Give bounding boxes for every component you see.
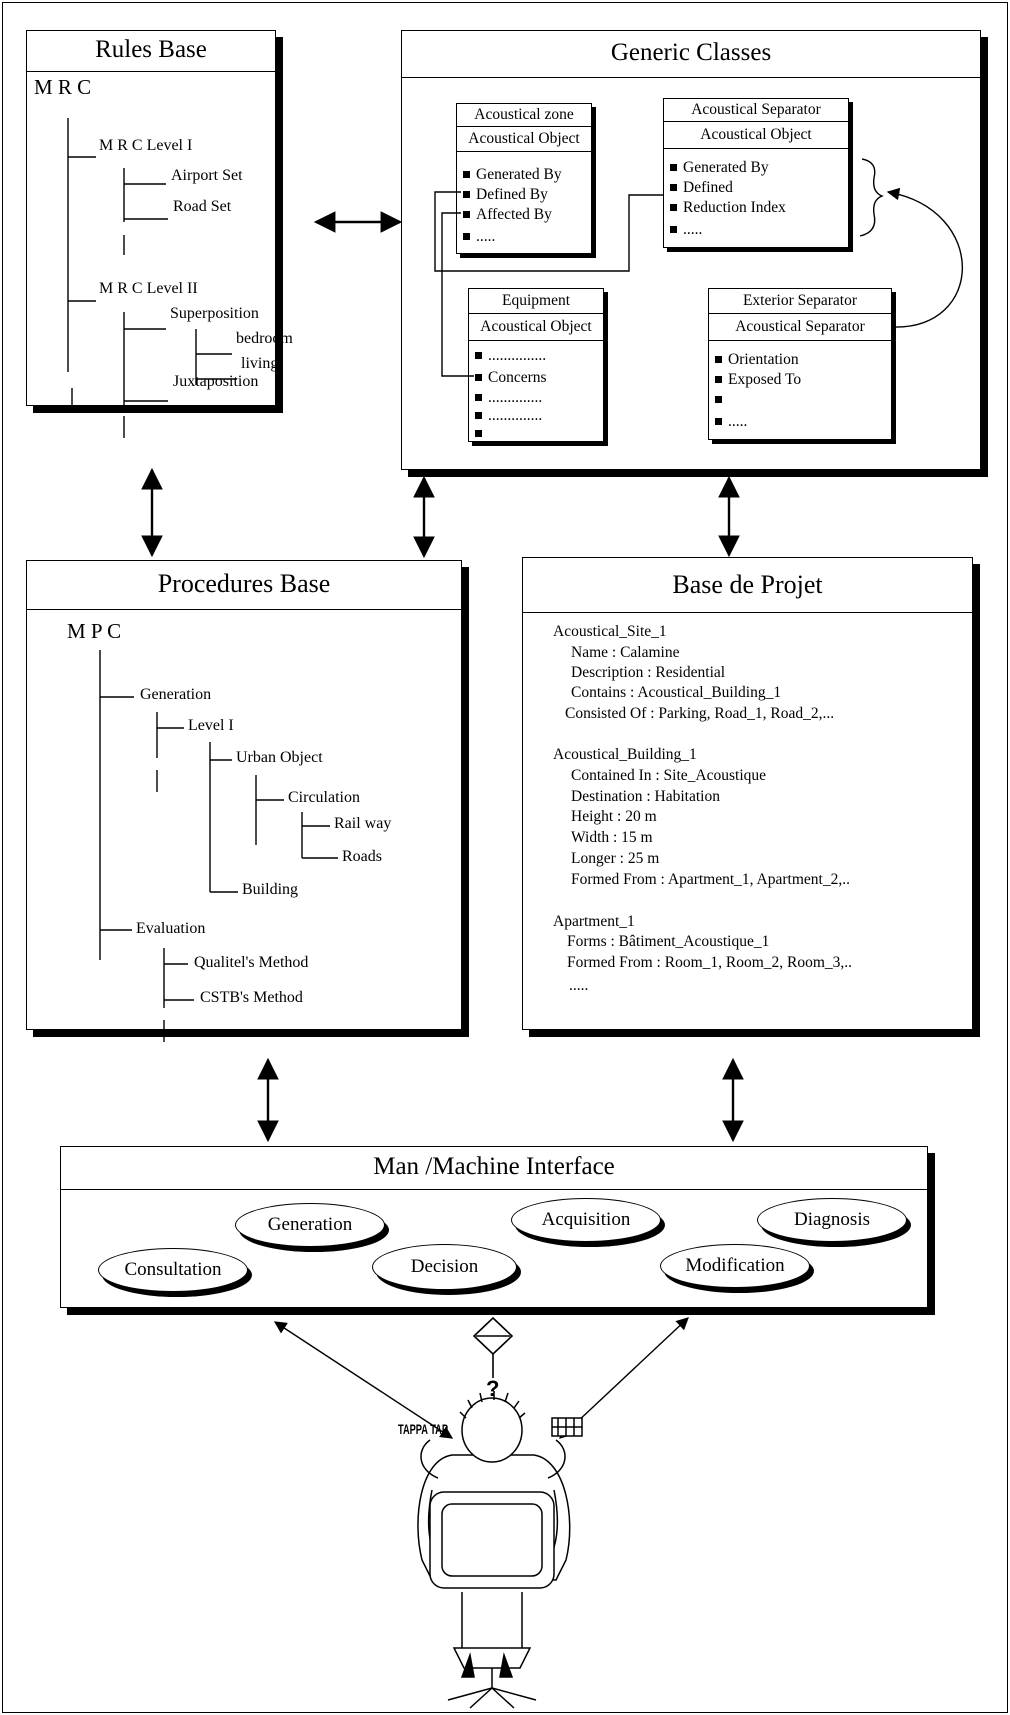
mpc-root: M P C <box>67 619 122 643</box>
projet-line: Destination : Habitation <box>571 788 720 805</box>
proc-generation: Generation <box>140 686 212 703</box>
class-links <box>434 158 964 377</box>
superposition: Superposition <box>170 305 259 322</box>
equipment-attribute: .............. <box>475 407 542 425</box>
mrc-level-1: M R C Level I <box>99 137 193 154</box>
equipment-attribute: Concerns <box>475 369 547 387</box>
separator-class-name: Acoustical Separator <box>664 99 848 122</box>
sound-effect-labels: TAPPA TAP <box>398 1421 448 1437</box>
proc-roads: Roads <box>342 848 382 865</box>
proc-level-1: Level I <box>188 717 234 734</box>
proc-building: Building <box>242 881 299 898</box>
zone-parent-class: Acoustical Object <box>457 127 591 152</box>
mrc-level-2: M R C Level II <box>99 280 198 297</box>
projet-line: Acoustical_Building_1 <box>553 746 697 763</box>
living: living <box>241 355 279 372</box>
interface-function-modification[interactable]: Modification <box>660 1244 810 1288</box>
zone-attribute: Affected By <box>463 206 552 224</box>
module-arrows <box>141 211 744 1143</box>
interface-function-diagnosis[interactable]: Diagnosis <box>757 1198 907 1242</box>
equipment-attribute: ............... <box>475 347 546 365</box>
zone-class-name: Acoustical zone <box>457 104 591 127</box>
base-projet-panel: Base de Projet <box>522 557 973 1030</box>
projet-line: Width : 15 m <box>571 829 653 846</box>
equipment-class-name: Equipment <box>469 289 603 314</box>
projet-line: Formed From : Room_1, Room_2, Room_3,.. <box>567 954 853 971</box>
bedroom: bedroom <box>236 330 293 347</box>
generic-classes-title: Generic Classes <box>402 31 980 78</box>
exterior-attribute: Orientation <box>715 351 799 369</box>
projet-line: Acoustical_Site_1 <box>553 623 667 640</box>
interface-title: Man /Machine Interface <box>61 1147 927 1190</box>
projet-line: ..... <box>569 977 589 994</box>
inheritance-brace <box>859 158 884 237</box>
projet-line: Contains : Acoustical_Building_1 <box>571 684 782 701</box>
airport-set: Airport Set <box>171 167 243 184</box>
center-double-arrow <box>472 1316 514 1378</box>
class-acoustical-separator: Acoustical Separator Acoustical Object G… <box>663 98 849 248</box>
juxtaposition: Juxtaposition <box>173 373 259 390</box>
projet-line: Formed From : Apartment_1, Apartment_2,.… <box>571 871 850 888</box>
exterior-attribute <box>715 391 728 409</box>
zone-attribute: ..... <box>463 228 495 246</box>
interface-function-decision[interactable]: Decision <box>372 1244 517 1290</box>
proc-qualitel-method: Qualitel's Method <box>194 954 309 971</box>
separator-attribute: Generated By <box>670 159 769 177</box>
question-mark-icon: ? <box>486 1376 499 1401</box>
procedures-tree-lines <box>99 650 338 1042</box>
proc-evaluation: Evaluation <box>136 920 206 937</box>
procedures-base-title: Procedures Base <box>27 561 461 610</box>
separator-attribute: Reduction Index <box>670 199 786 217</box>
road-set: Road Set <box>173 198 232 215</box>
exterior-parent-class: Acoustical Separator <box>709 314 891 341</box>
base-projet-title: Base de Projet <box>523 558 972 613</box>
exterior-class-name: Exterior Separator <box>709 289 891 314</box>
projet-line: Description : Residential <box>571 664 726 681</box>
exterior-attribute: Exposed To <box>715 371 801 389</box>
projet-line: Name : Calamine <box>571 644 680 661</box>
class-acoustical-zone: Acoustical zone Acoustical Object Genera… <box>456 103 592 254</box>
projet-line: Forms : Bâtiment_Acoustique_1 <box>567 933 770 950</box>
equipment-attribute <box>475 425 488 443</box>
mrc-root: M R C <box>34 75 92 99</box>
projet-line: Height : 20 m <box>571 808 657 825</box>
proc-cstb-method: CSTB's Method <box>200 989 303 1006</box>
projet-line: Apartment_1 <box>553 913 635 930</box>
separator-attribute: Defined <box>670 179 733 197</box>
proc-railway: Rail way <box>334 815 392 832</box>
typing-sound-label: TAPPA TAP <box>398 1421 448 1437</box>
equipment-parent-class: Acoustical Object <box>469 314 603 341</box>
proc-circulation: Circulation <box>288 789 360 806</box>
interface-function-generation[interactable]: Generation <box>235 1203 385 1247</box>
interface-function-consultation[interactable]: Consultation <box>98 1248 248 1292</box>
class-equipment: Equipment Acoustical Object ............… <box>468 288 604 442</box>
projet-line: Consisted Of : Parking, Road_1, Road_2,.… <box>565 705 835 722</box>
equipment-attribute: .............. <box>475 389 542 407</box>
procedures-base-panel: Procedures Base <box>26 560 462 1030</box>
separator-parent-class: Acoustical Object <box>664 122 848 149</box>
zone-attribute: Generated By <box>463 166 562 184</box>
projet-line: Longer : 25 m <box>571 850 660 867</box>
class-exterior-separator: Exterior Separator Acoustical Separator … <box>708 288 892 440</box>
zone-attribute: Defined By <box>463 186 548 204</box>
user-figure-icon: ? <box>417 1376 583 1709</box>
proc-urban-object: Urban Object <box>236 749 323 766</box>
projet-line: Contained In : Site_Acoustique <box>571 767 767 784</box>
rules-tree-lines <box>67 118 237 438</box>
inheritance-curve <box>886 187 964 328</box>
rules-base-title: Rules Base <box>27 31 275 72</box>
interface-function-acquisition[interactable]: Acquisition <box>511 1198 661 1242</box>
exterior-attribute: ..... <box>715 413 747 431</box>
separator-attribute: ..... <box>670 221 702 239</box>
